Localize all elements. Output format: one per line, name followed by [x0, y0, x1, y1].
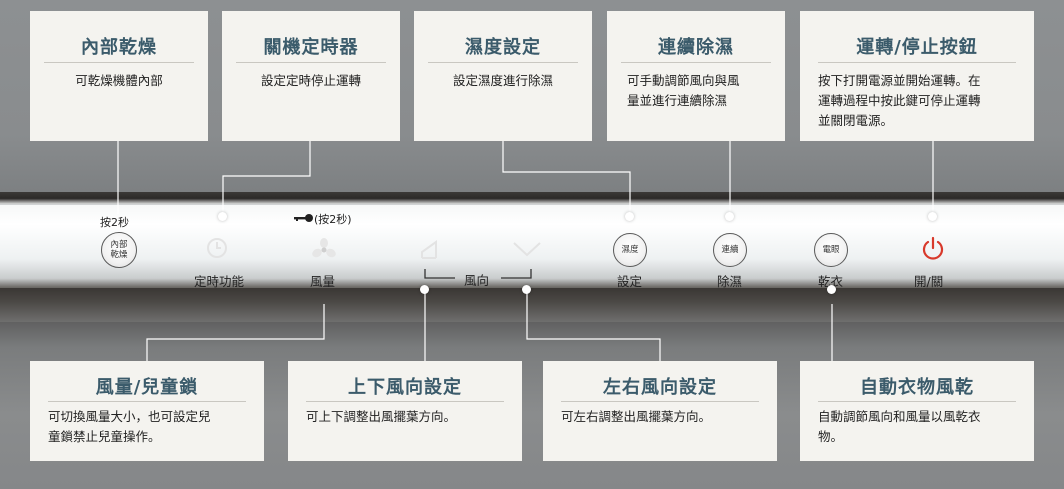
card-desc: 可乾燥機體內部	[30, 71, 208, 91]
desc-line: 自動調節風向和風量以風乾衣	[818, 409, 981, 424]
timer-pointer-dot	[218, 212, 227, 221]
fan-label: 風量	[310, 274, 336, 289]
desc-line: 量並進行連續除濕	[627, 93, 728, 108]
continuous-pointer-dot	[725, 212, 734, 221]
card-desc: 可上下調整出風擺葉方向。	[306, 407, 456, 427]
vertical-louver-icon[interactable]	[420, 240, 440, 260]
direction-bracket	[424, 269, 532, 279]
card-divider	[428, 62, 578, 63]
card-divider	[561, 401, 759, 402]
key-lock-icon	[294, 214, 313, 222]
fan-icon[interactable]	[312, 238, 336, 260]
card-title: 運轉/停止按鈕	[856, 37, 978, 58]
power-label: 開/關	[914, 274, 944, 289]
desc-line: 並關閉電源。	[818, 113, 894, 128]
card-divider	[48, 401, 246, 402]
card-horizontal-airflow: 左右風向設定 可左右調整出風擺葉方向。	[543, 361, 777, 461]
horizontal-louver-icon[interactable]	[512, 240, 542, 260]
humidity-pointer-dot	[625, 212, 634, 221]
humidity-button[interactable]: 濕度	[613, 233, 647, 267]
card-auto-clothes-dry: 自動衣物風乾 自動調節風向和風量以風乾衣 物。	[800, 361, 1034, 461]
continuous-button[interactable]: 連續	[713, 233, 747, 267]
child-lock-hint: (按2秒)	[314, 213, 352, 226]
desc-line: 按下打開電源並開始運轉。在	[818, 73, 981, 88]
card-title: 連續除濕	[658, 37, 734, 58]
desc-line: 設定定時停止運轉	[260, 73, 361, 88]
card-humidity-setting: 濕度設定 設定濕度進行除濕	[414, 11, 592, 141]
card-desc: 設定定時停止運轉	[222, 71, 400, 91]
card-internal-dry: 內部乾燥 可乾燥機體內部	[30, 11, 208, 141]
desc-line: 可手動調節風向與風	[627, 73, 740, 88]
card-divider	[44, 62, 194, 63]
humidity-label: 設定	[617, 274, 643, 289]
card-desc: 設定濕度進行除濕	[414, 71, 592, 91]
desc-line: 可左右調整出風擺葉方向。	[561, 409, 712, 424]
desc-line: 童鎖禁止兒童操作。	[48, 429, 161, 444]
direction-label: 風向	[464, 273, 490, 288]
card-continuous-dehumidify: 連續除濕 可手動調節風向與風 量並進行連續除濕	[607, 11, 785, 141]
desc-line: 可切換風量大小，也可設定兒	[48, 409, 211, 424]
dry-button-line: 乾燥	[110, 250, 128, 260]
card-divider	[236, 62, 386, 63]
dry-button-line: 內部	[110, 240, 128, 250]
control-panel	[0, 192, 1064, 300]
power-pointer-dot	[928, 212, 937, 221]
desc-line: 可乾燥機體內部	[75, 73, 163, 88]
desc-line: 可上下調整出風擺葉方向。	[306, 409, 457, 424]
card-divider	[818, 401, 1016, 402]
leftright-pointer-dot	[522, 285, 531, 294]
clothes-pointer-dot	[827, 285, 836, 294]
leader-humidity	[502, 140, 631, 216]
card-vertical-airflow: 上下風向設定 可上下調整出風擺葉方向。	[288, 361, 522, 461]
card-desc: 可左右調整出風擺葉方向。	[561, 407, 711, 427]
clock-icon[interactable]	[206, 237, 228, 259]
card-divider	[621, 62, 771, 63]
panel-shadow	[0, 288, 1064, 322]
power-icon[interactable]	[920, 236, 946, 262]
leader-leftright	[526, 289, 661, 362]
card-divider	[306, 401, 504, 402]
leader-fan	[146, 304, 325, 362]
card-divider	[818, 62, 1016, 63]
card-off-timer: 關機定時器 設定定時停止運轉	[222, 11, 400, 141]
updown-pointer-dot	[420, 285, 429, 294]
card-desc: 自動調節風向和風量以風乾衣 物。	[818, 407, 981, 447]
continuous-label: 除濕	[717, 274, 743, 289]
card-title: 內部乾燥	[81, 37, 157, 58]
leader-timer	[222, 140, 311, 216]
card-title: 自動衣物風乾	[860, 377, 974, 398]
clothes-dry-button[interactable]: 電眼	[814, 233, 848, 267]
dry-hold-hint: 按2秒	[100, 216, 129, 229]
card-desc: 可手動調節風向與風 量並進行連續除濕	[627, 71, 740, 111]
desc-line: 設定濕度進行除濕	[452, 73, 553, 88]
card-title: 關機定時器	[263, 37, 359, 58]
card-power-button: 運轉/停止按鈕 按下打開電源並開始運轉。在 運轉過程中按此鍵可停止運轉 並關閉電…	[800, 11, 1034, 141]
card-title: 上下風向設定	[348, 377, 462, 398]
timer-label: 定時功能	[194, 274, 245, 289]
card-desc: 按下打開電源並開始運轉。在 運轉過程中按此鍵可停止運轉 並關閉電源。	[818, 71, 981, 131]
card-title: 風量/兒童鎖	[95, 377, 199, 398]
card-fan-child-lock: 風量/兒童鎖 可切換風量大小，也可設定兒 童鎖禁止兒童操作。	[30, 361, 264, 461]
card-title: 濕度設定	[465, 37, 541, 58]
card-desc: 可切換風量大小，也可設定兒 童鎖禁止兒童操作。	[48, 407, 211, 447]
panel-highlight	[0, 204, 1064, 205]
card-title: 左右風向設定	[603, 377, 717, 398]
internal-dry-button[interactable]: 內部 乾燥	[101, 232, 137, 268]
desc-line: 運轉過程中按此鍵可停止運轉	[818, 93, 981, 108]
desc-line: 物。	[818, 429, 844, 444]
clothes-dry-label: 乾衣	[818, 274, 844, 289]
